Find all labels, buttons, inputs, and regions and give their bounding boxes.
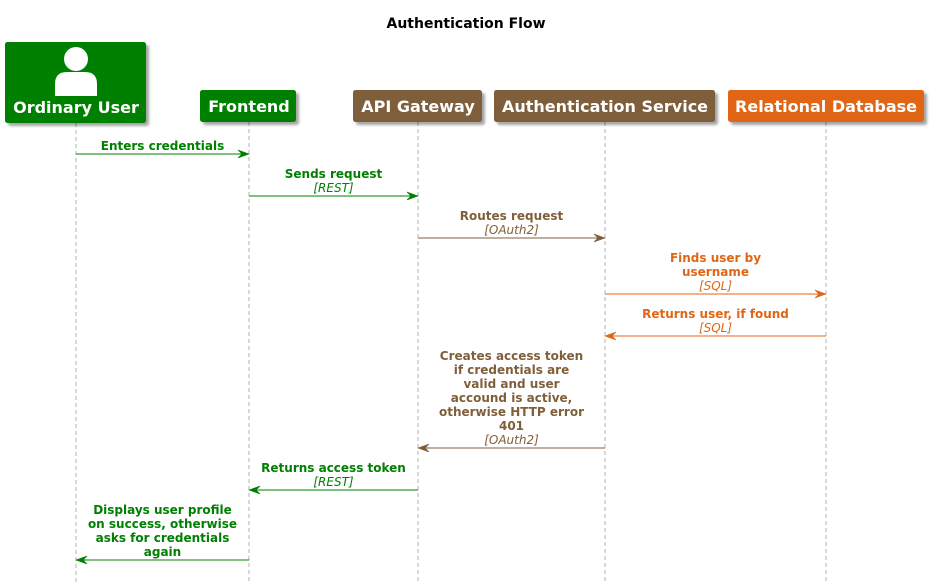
participant-label: Relational Database (735, 97, 917, 116)
participant-auth: Authentication Service (494, 90, 715, 122)
message-label: Finds user by (670, 251, 761, 265)
arrowhead-icon (237, 149, 250, 159)
participant-label: API Gateway (361, 97, 475, 116)
message-technology: [REST] (313, 475, 354, 489)
lifelines (75, 122, 827, 584)
arrowhead-icon (814, 289, 827, 299)
message-label: Returns access token (261, 461, 406, 475)
message-7: Returns access token[REST] (248, 461, 418, 495)
arrowhead-icon (604, 331, 617, 341)
message-label: Displays user profile (93, 503, 232, 517)
message-1: Enters credentials (76, 139, 250, 159)
arrowhead-icon (406, 191, 419, 201)
participant-box (728, 90, 924, 122)
participant-frontend: Frontend (200, 90, 296, 122)
participant-box (200, 90, 296, 122)
participant-box (353, 90, 482, 122)
participants: Ordinary User Frontend API Gateway Authenti… (5, 42, 924, 123)
message-label: on success, otherwise (88, 517, 237, 531)
diagram-title: Authentication Flow (386, 16, 545, 32)
person-icon (55, 47, 97, 96)
message-label: accound is active, (451, 391, 572, 405)
message-technology: [OAuth2] (484, 433, 539, 447)
message-label: 401 (499, 419, 524, 433)
message-label: if credentials are (454, 363, 570, 377)
message-label: otherwise HTTP error (439, 405, 584, 419)
arrowhead-icon (75, 555, 88, 565)
participant-label: Authentication Service (502, 97, 708, 116)
message-technology: [SQL] (699, 279, 732, 293)
message-technology: [REST] (313, 181, 354, 195)
message-label: asks for credentials (96, 531, 230, 545)
message-label: username (682, 265, 749, 279)
message-technology: [SQL] (699, 321, 732, 335)
arrowhead-icon (417, 443, 430, 453)
participant-box (494, 90, 715, 122)
message-label: again (144, 545, 181, 559)
message-label: Returns user, if found (642, 307, 789, 321)
message-label: Sends request (285, 167, 383, 181)
message-5: Returns user, if found[SQL] (604, 307, 826, 341)
message-technology: [OAuth2] (484, 223, 539, 237)
message-2: Sends request[REST] (249, 167, 419, 201)
participant-user: Ordinary User (5, 42, 146, 123)
message-label: Routes request (460, 209, 564, 223)
participant-gateway: API Gateway (353, 90, 482, 122)
message-3: Routes request[OAuth2] (418, 209, 606, 243)
participant-db: Relational Database (728, 90, 924, 122)
arrowhead-icon (593, 233, 606, 243)
arrowhead-icon (248, 485, 261, 495)
participant-label: Ordinary User (13, 98, 139, 117)
message-label: Enters credentials (101, 139, 225, 153)
message-label: valid and user (463, 377, 559, 391)
participant-label: Frontend (208, 97, 290, 116)
message-label: Creates access token (440, 349, 583, 363)
